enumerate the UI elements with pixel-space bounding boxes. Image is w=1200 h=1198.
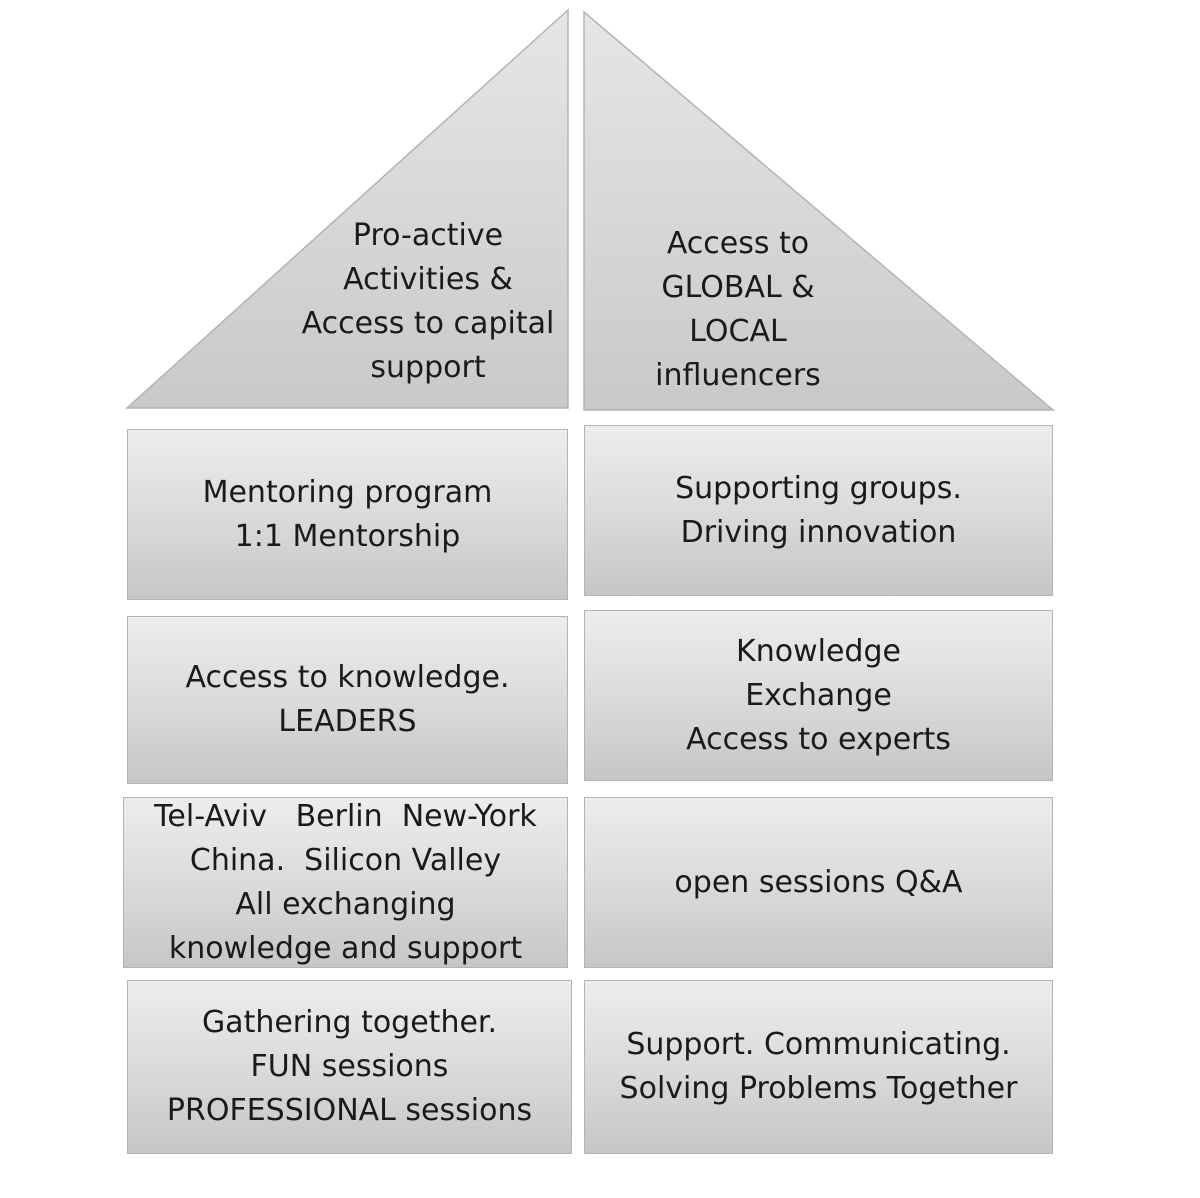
block-line: Support. Communicating. — [626, 1027, 1011, 1062]
block-line: knowledge and support — [168, 930, 523, 966]
roof-left-triangle — [125, 8, 569, 409]
roof-left-text: Pro-active Activities & Access to capita… — [300, 214, 556, 390]
roof-right-text: Access to GLOBAL & LOCAL influencers — [640, 222, 836, 398]
block-line: Gathering together. — [201, 1005, 498, 1040]
roof — [125, 8, 1056, 411]
block-line: Access to knowledge. — [185, 660, 510, 695]
block-supporting-groups: Supporting groups. Driving innovation — [584, 425, 1053, 596]
block-line: PROFESSIONAL sessions — [166, 1093, 533, 1128]
block-line: China. Silicon Valley — [189, 842, 502, 878]
roof-left-line: Access to capital — [301, 306, 555, 341]
block-mentoring: Mentoring program 1:1 Mentorship — [127, 429, 568, 600]
roof-left-line: Pro-active — [352, 218, 504, 253]
block-line: Solving Problems Together — [619, 1071, 1018, 1106]
block-line: Knowledge — [736, 633, 901, 669]
block-line: Access to experts — [686, 721, 951, 757]
block-knowledge-exchange: Knowledge Exchange Access to experts — [584, 610, 1053, 781]
roof-left-line: Activities & — [343, 262, 513, 297]
block-line: open sessions Q&A — [674, 864, 963, 900]
block-support-communicating: Support. Communicating. Solving Problems… — [584, 980, 1053, 1154]
block-access-knowledge: Access to knowledge. LEADERS — [127, 616, 568, 784]
block-line: Mentoring program — [202, 474, 493, 510]
roof-left-line: support — [370, 350, 486, 385]
roof-right-line: Access to — [666, 226, 810, 261]
roof-right-line: LOCAL — [689, 314, 787, 349]
block-line: Supporting groups. — [675, 470, 962, 506]
block-gathering: Gathering together. FUN sessions PROFESS… — [127, 980, 572, 1154]
block-line: All exchanging — [235, 886, 456, 922]
roof-right-line: influencers — [655, 358, 821, 393]
block-line: Driving innovation — [680, 514, 957, 550]
block-line: FUN sessions — [250, 1049, 449, 1084]
block-line: Tel-Aviv Berlin New-York — [154, 798, 537, 834]
block-line: LEADERS — [278, 704, 417, 739]
block-open-sessions: open sessions Q&A — [584, 797, 1053, 968]
block-cities: Tel-Aviv Berlin New-York China. Silicon … — [123, 797, 568, 968]
block-line: Exchange — [745, 677, 892, 713]
block-line: 1:1 Mentorship — [234, 518, 461, 554]
roof-right-line: GLOBAL & — [661, 270, 815, 305]
roof-right-triangle — [583, 10, 1056, 411]
